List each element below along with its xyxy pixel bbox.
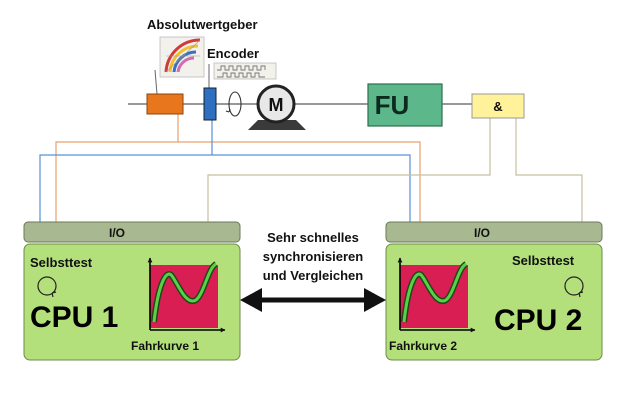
wire-absolute-encoder [55,112,421,222]
cpu1-name: CPU 1 [30,301,118,334]
sync-text-line-2: synchronisieren [263,249,363,264]
cpu1-io-label: I/O [109,226,125,240]
motor-label: M [269,95,284,115]
motor-icon [248,84,306,130]
cpu2-io-bar [385,221,603,243]
and-gate-box [471,93,525,119]
sync-text-line-1: Sehr schnelles [267,230,359,245]
sync-double-arrow [240,288,386,312]
encoder-box [203,87,217,121]
fu-box [367,83,443,127]
cpu2-curve-chart [397,257,476,333]
cpu2-io-label: I/O [474,226,490,240]
and-gate-label: & [493,99,502,114]
wire-encoder [39,120,411,222]
absolute-encoder-pointer [154,69,158,95]
cpu1-selftest-cycle-icon [37,276,57,298]
absolute-encoder-disc-icon [159,36,205,78]
cpu1-io-bar [23,221,241,243]
cpu1-curve-chart [147,257,226,333]
absolute-encoder-label: Absolutwertgeber [147,17,258,32]
encoder-label: Encoder [207,46,259,61]
cpu2-selftest-label: Selbsttest [512,253,575,268]
cpu2-name: CPU 2 [494,304,582,337]
rotation-icon [225,91,242,117]
encoder-signal-icon [213,62,277,80]
cpu1-curve-label: Fahrkurve 1 [131,339,199,353]
absolute-encoder-box [146,93,184,115]
sync-text-line-3: und Vergleichen [263,268,363,283]
wire-and-gate [207,118,583,222]
cpu2-selftest-cycle-icon [564,276,584,298]
cpu2-curve-label: Fahrkurve 2 [389,339,457,353]
cpu1-selftest-label: Selbsttest [30,255,93,270]
fu-label: FU [375,90,410,120]
